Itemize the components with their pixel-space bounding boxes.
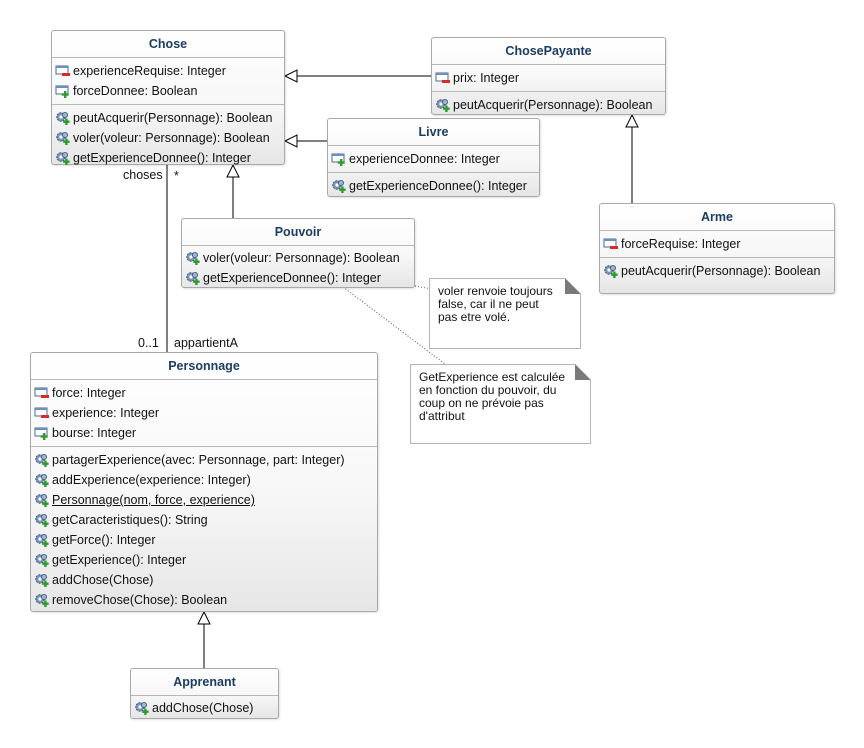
method-gear-icon	[34, 493, 50, 507]
class-arme[interactable]: Arme forceRequise: Integer peutAcquerir(…	[599, 203, 835, 294]
operation-row[interactable]: partagerExperience(avec: Personnage, par…	[31, 450, 377, 470]
attribute-row[interactable]: experienceDonnee: Integer	[328, 149, 539, 169]
operation-row[interactable]: addChose(Chose)	[131, 698, 278, 718]
method-gear-icon	[34, 453, 50, 467]
note-experience[interactable]: GetExperience est calculée en fonction d…	[410, 364, 591, 444]
private-field-icon	[34, 406, 50, 420]
class-chose-attributes: experienceRequise: Integer forceDonnee: …	[52, 58, 284, 104]
class-arme-operations: peutAcquerir(Personnage): Boolean	[600, 257, 834, 284]
method-gear-icon	[55, 131, 71, 145]
operation-row[interactable]: getExperience(): Integer	[31, 550, 377, 570]
operation-row[interactable]: voler(voleur: Personnage): Boolean	[182, 248, 414, 268]
operation-row[interactable]: getExperienceDonnee(): Integer	[328, 176, 539, 196]
operation-row[interactable]: getCaracteristiques(): String	[31, 510, 377, 530]
operation-row[interactable]: peutAcquerir(Personnage): Boolean	[432, 95, 665, 115]
class-chose-payante-title: ChosePayante	[432, 38, 665, 65]
public-field-icon	[331, 152, 347, 166]
method-gear-icon	[34, 533, 50, 547]
public-field-icon	[34, 426, 50, 440]
class-pouvoir-title: Pouvoir	[182, 219, 414, 246]
method-gear-icon	[34, 593, 50, 607]
method-gear-icon	[331, 179, 347, 193]
attribute-row[interactable]: bourse: Integer	[31, 423, 377, 443]
operation-row[interactable]: getExperienceDonnee(): Integer	[182, 268, 414, 288]
method-gear-icon	[34, 553, 50, 567]
attribute-row[interactable]: prix: Integer	[432, 68, 665, 88]
class-personnage-attributes: force: Integer experience: Integer bours…	[31, 380, 377, 446]
method-gear-icon	[55, 151, 71, 165]
attribute-row[interactable]: forceRequise: Integer	[600, 234, 834, 254]
method-gear-icon	[34, 573, 50, 587]
private-field-icon	[435, 71, 451, 85]
class-pouvoir-operations: voler(voleur: Personnage): Boolean getEx…	[182, 246, 414, 291]
operation-row[interactable]: addExperience(experience: Integer)	[31, 470, 377, 490]
class-personnage-operations: partagerExperience(avec: Personnage, par…	[31, 446, 377, 613]
operation-row[interactable]: addChose(Chose)	[31, 570, 377, 590]
note-voler[interactable]: voler renvoie toujours false, car il ne …	[429, 278, 581, 349]
method-gear-icon	[603, 264, 619, 278]
attribute-row[interactable]: force: Integer	[31, 383, 377, 403]
class-chose-payante-attributes: prix: Integer	[432, 65, 665, 91]
class-chose-operations: peutAcquerir(Personnage): Boolean voler(…	[52, 104, 284, 171]
operation-row[interactable]: peutAcquerir(Personnage): Boolean	[52, 108, 284, 128]
attribute-row[interactable]: experienceRequise: Integer	[52, 61, 284, 81]
private-field-icon	[603, 237, 619, 251]
method-gear-icon	[55, 111, 71, 125]
class-apprenant-title: Apprenant	[131, 669, 278, 696]
class-livre-attributes: experienceDonnee: Integer	[328, 146, 539, 172]
role-label-appartient-a: appartientA	[174, 336, 238, 350]
operation-row[interactable]: getForce(): Integer	[31, 530, 377, 550]
class-arme-title: Arme	[600, 204, 834, 231]
class-livre-title: Livre	[328, 119, 539, 146]
class-personnage[interactable]: Personnage force: Integer experience: In…	[30, 352, 378, 612]
constructor-row[interactable]: Personnage(nom, force, experience)	[31, 490, 377, 510]
private-field-icon	[34, 386, 50, 400]
role-label-choses: choses	[123, 168, 163, 182]
method-gear-icon	[435, 98, 451, 112]
note-fold-icon	[575, 364, 591, 380]
class-chose-payante[interactable]: ChosePayante prix: Integer peutAcquerir(…	[431, 37, 666, 115]
method-gear-icon	[185, 271, 201, 285]
class-personnage-title: Personnage	[31, 353, 377, 380]
operation-row[interactable]: voler(voleur: Personnage): Boolean	[52, 128, 284, 148]
class-arme-attributes: forceRequise: Integer	[600, 231, 834, 257]
multiplicity-personnage: 0..1	[138, 336, 159, 350]
class-chose-title: Chose	[52, 31, 284, 58]
class-chose[interactable]: Chose experienceRequise: Integer forceDo…	[51, 30, 285, 165]
attribute-row[interactable]: experience: Integer	[31, 403, 377, 423]
class-apprenant-operations: addChose(Chose)	[131, 696, 278, 721]
multiplicity-choses: *	[174, 169, 179, 183]
operation-row[interactable]: getExperienceDonnee(): Integer	[52, 148, 284, 168]
private-field-icon	[55, 64, 71, 78]
attribute-row[interactable]: forceDonnee: Boolean	[52, 81, 284, 101]
method-gear-icon	[34, 513, 50, 527]
method-gear-icon	[185, 251, 201, 265]
method-gear-icon	[34, 473, 50, 487]
operation-row[interactable]: peutAcquerir(Personnage): Boolean	[600, 261, 834, 281]
public-field-icon	[55, 84, 71, 98]
class-livre[interactable]: Livre experienceDonnee: Integer getExper…	[327, 118, 540, 197]
note-fold-icon	[565, 278, 581, 294]
class-livre-operations: getExperienceDonnee(): Integer	[328, 172, 539, 199]
method-gear-icon	[134, 701, 150, 715]
operation-row[interactable]: removeChose(Chose): Boolean	[31, 590, 377, 610]
note-voler-text: voler renvoie toujours false, car il ne …	[438, 284, 553, 324]
note-experience-text: GetExperience est calculée en fonction d…	[419, 370, 566, 423]
class-pouvoir[interactable]: Pouvoir voler(voleur: Personnage): Boole…	[181, 218, 415, 288]
class-chose-payante-operations: peutAcquerir(Personnage): Boolean	[432, 91, 665, 118]
class-apprenant[interactable]: Apprenant addChose(Chose)	[130, 668, 279, 719]
